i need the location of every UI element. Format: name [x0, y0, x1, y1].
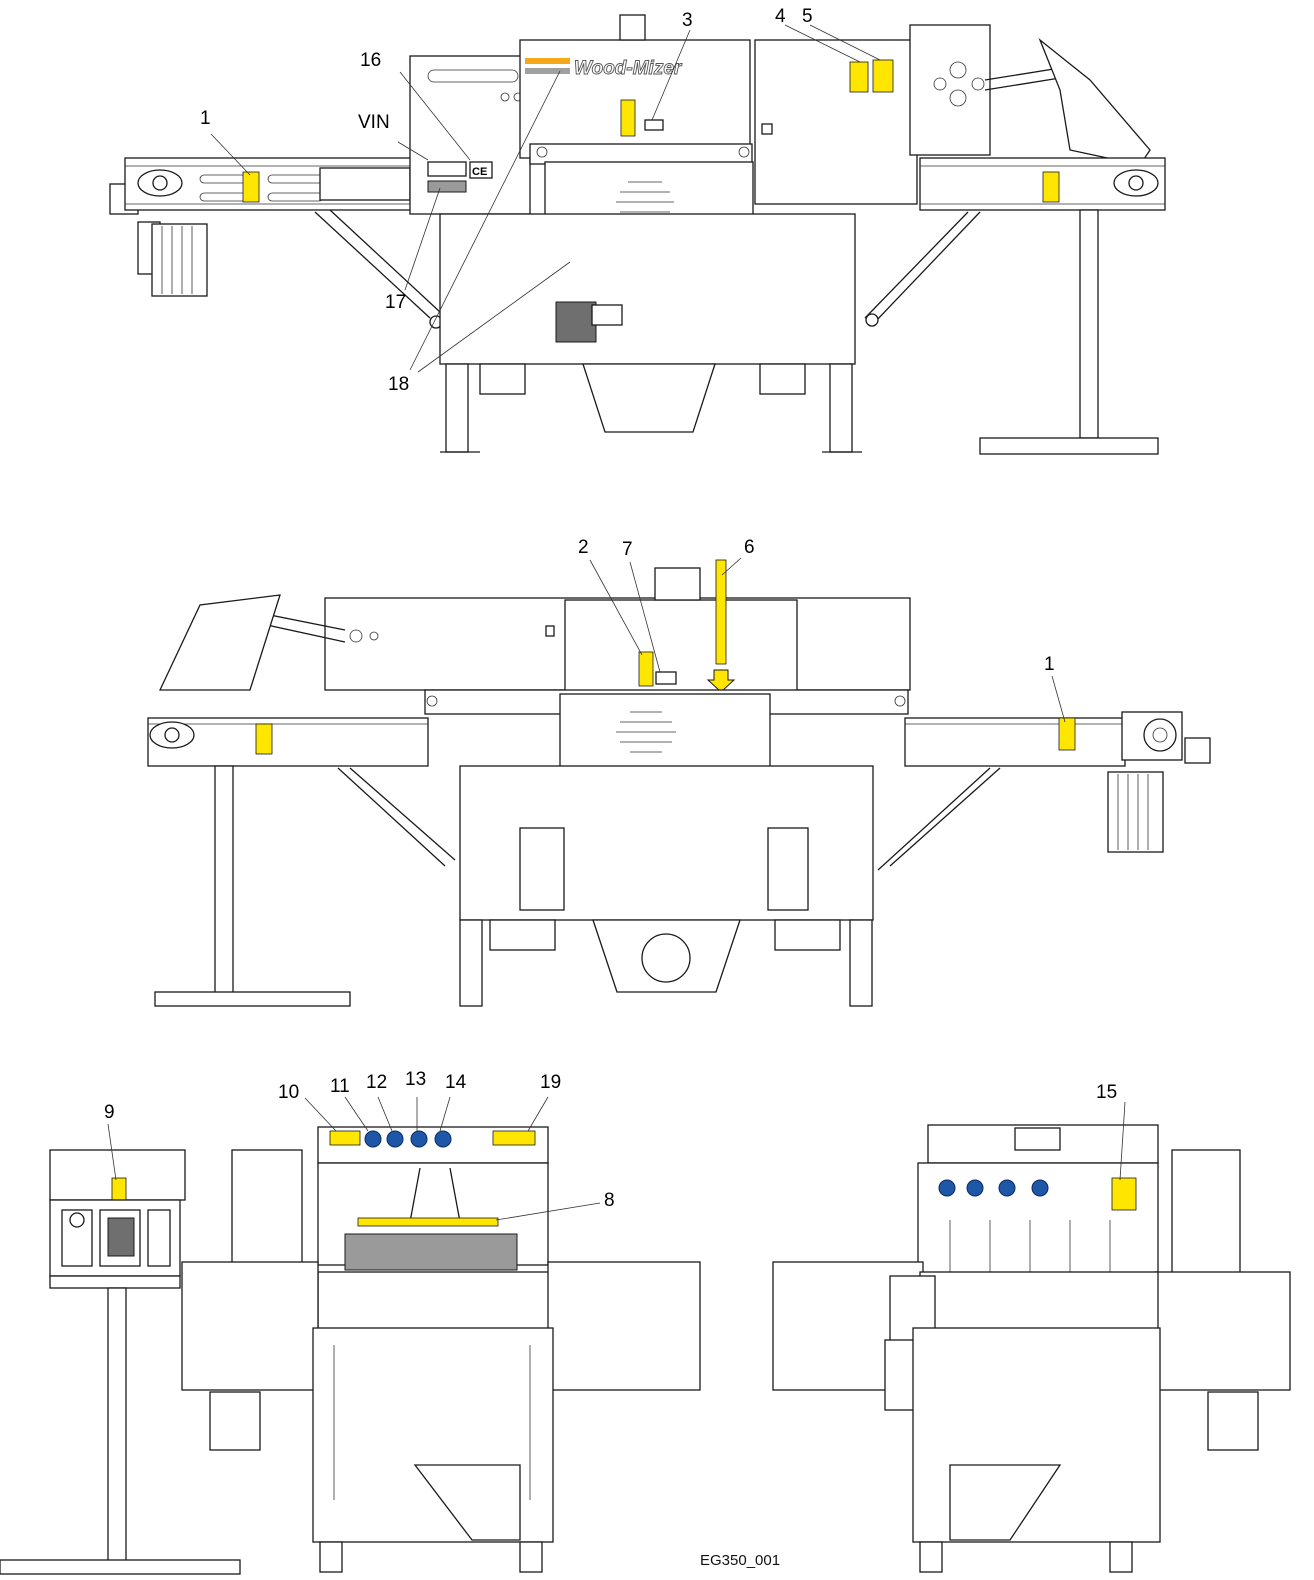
decal-6-scale — [715, 559, 727, 665]
decal-11-icon — [364, 1130, 382, 1148]
decal-9 — [111, 1177, 127, 1201]
callout-13: 13 — [405, 1069, 426, 1090]
callout-7: 7 — [622, 539, 633, 560]
decal-1-left-rear — [255, 723, 273, 755]
decal-1-right-front — [1042, 171, 1060, 203]
callout-17: 17 — [385, 292, 406, 313]
decal-15 — [1111, 1177, 1137, 1211]
decal-mandatory-3-icon — [998, 1179, 1016, 1197]
callout-3: 3 — [682, 10, 693, 31]
decal-10 — [329, 1130, 361, 1146]
view-outfeed-end: 15 — [772, 1082, 1291, 1573]
view-front: CE Wood-Mizer EG 350 — [109, 6, 1166, 455]
callout-6: 6 — [744, 537, 755, 558]
decal-mandatory-4-icon — [1031, 1179, 1049, 1197]
decal-2 — [638, 651, 654, 687]
decal-12-icon — [386, 1130, 404, 1148]
callout-19: 19 — [540, 1072, 561, 1093]
decal-7 — [655, 671, 677, 685]
callout-4: 4 — [775, 6, 786, 27]
ce-mark: CE — [472, 166, 487, 178]
callout-10: 10 — [278, 1082, 299, 1103]
callout-vin: VIN — [358, 112, 390, 133]
callout-11: 11 — [330, 1076, 350, 1097]
decal-19 — [492, 1130, 536, 1146]
callout-12: 12 — [366, 1072, 387, 1093]
view-rear: 2 7 6 1 — [147, 537, 1211, 1007]
decal-5 — [872, 59, 894, 93]
decal-14-icon — [434, 1130, 452, 1148]
callout-5: 5 — [802, 6, 813, 27]
decal-1-right-rear — [1058, 717, 1076, 751]
callout-15: 15 — [1096, 1082, 1117, 1103]
callout-1-rear: 1 — [1044, 654, 1055, 675]
decal-4 — [849, 61, 869, 93]
callout-2: 2 — [578, 537, 589, 558]
decal-mandatory-2-icon — [966, 1179, 984, 1197]
callout-1-front: 1 — [200, 108, 211, 129]
decal-8-scale — [357, 1217, 499, 1227]
decal-mandatory-1-icon — [938, 1179, 956, 1197]
view-infeed-end: 9 10 11 12 13 14 19 8 — [0, 1069, 701, 1575]
callout-14: 14 — [445, 1072, 467, 1093]
callout-9: 9 — [104, 1102, 115, 1123]
decal-13-icon — [410, 1130, 428, 1148]
decal-1-left-front — [242, 171, 260, 203]
decal-3 — [644, 119, 664, 131]
callout-8: 8 — [604, 1190, 615, 1211]
decal-front-hood — [620, 99, 636, 137]
drawing-id: EG350_001 — [700, 1552, 781, 1569]
callout-16: 16 — [360, 50, 381, 71]
wood-mizer-logo: Wood-Mizer — [574, 58, 683, 79]
callout-18: 18 — [388, 374, 409, 395]
